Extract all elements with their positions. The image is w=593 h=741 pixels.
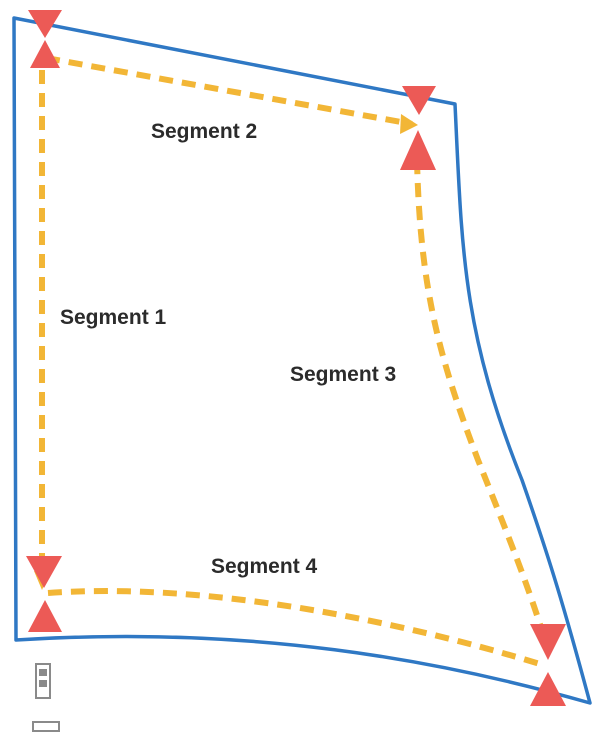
segment-1-label: Segment 1	[60, 306, 167, 329]
segment-2-path	[45, 55, 413, 127]
endpoint-marker	[26, 556, 62, 632]
endpoint-marker	[530, 624, 566, 706]
segment-4-label: Segment 4	[211, 555, 318, 578]
segment-4-path	[47, 588, 541, 667]
segment-2-label: Segment 2	[151, 120, 257, 143]
endpoint-marker	[28, 10, 62, 68]
segment-3-path	[414, 159, 551, 651]
segment-3-label: Segment 3	[290, 363, 396, 386]
legend-icon	[32, 663, 60, 732]
segment-2-arrowhead	[400, 114, 418, 134]
endpoint-marker	[400, 86, 436, 170]
shape-outline	[12, 16, 592, 705]
